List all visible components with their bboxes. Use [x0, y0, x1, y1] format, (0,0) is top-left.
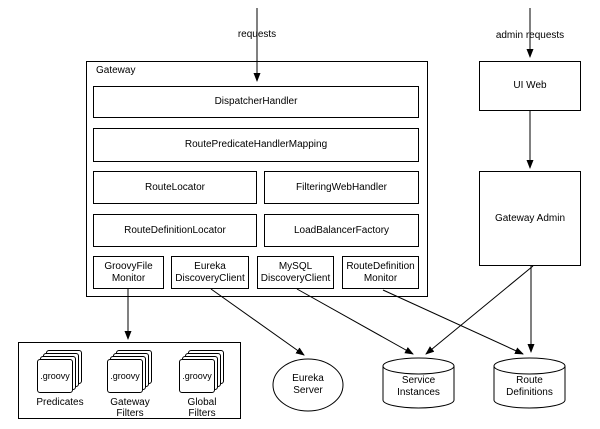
admin-requests-label: admin requests — [495, 30, 565, 41]
dispatcher-handler-box: DispatcherHandler — [93, 86, 419, 118]
groovy-file-icon: .groovy — [179, 359, 215, 393]
route-definition-locator-box: RouteDefinitionLocator — [93, 214, 257, 247]
eureka-discovery-client-box: Eureka DiscoveryClient — [171, 256, 249, 289]
load-balancer-factory-box: LoadBalancerFactory — [264, 214, 419, 247]
global-filters-label: Global Filters — [187, 397, 217, 419]
service-instances-label: Service Instances — [397, 375, 440, 398]
route-predicate-handler-mapping-box: RoutePredicateHandlerMapping — [93, 128, 419, 162]
requests-label: requests — [237, 29, 277, 40]
eureka-server-label: Eureka Server — [292, 373, 324, 396]
groovy-files-container — [18, 342, 241, 419]
groovy-file-icon: .groovy — [37, 359, 73, 393]
gateway-title: Gateway — [96, 65, 136, 76]
ui-web-box: UI Web — [479, 61, 581, 111]
predicates-label: Predicates — [36, 397, 84, 408]
groovy-file-stack-icon: .groovy — [179, 350, 225, 394]
mysql-discovery-client-box: MySQL DiscoveryClient — [257, 256, 334, 289]
route-definition-monitor-box: RouteDefinition Monitor — [342, 256, 419, 289]
route-locator-box: RouteLocator — [93, 171, 257, 204]
groovy-file-stack-icon: .groovy — [107, 350, 153, 394]
route-definitions-label: Route Definitions — [506, 375, 553, 398]
groovy-file-icon: .groovy — [107, 359, 143, 393]
gateway-filters-group: .groovy Gateway Filters — [98, 350, 162, 419]
groovy-file-stack-icon: .groovy — [37, 350, 83, 394]
arrow-gateway-admin-to-service-instances — [425, 265, 534, 355]
arrow-routedef-monitor-to-route-definitions — [382, 289, 524, 355]
filtering-web-handler-box: FilteringWebHandler — [264, 171, 419, 204]
groovy-file-monitor-box: GroovyFile Monitor — [93, 256, 164, 289]
arrow-mysql-client-to-service-instances — [296, 288, 414, 355]
gateway-filters-label: Gateway Filters — [110, 397, 150, 419]
predicates-group: .groovy Predicates — [28, 350, 92, 408]
gateway-admin-box: Gateway Admin — [479, 171, 581, 266]
global-filters-group: .groovy Global Filters — [170, 350, 234, 419]
